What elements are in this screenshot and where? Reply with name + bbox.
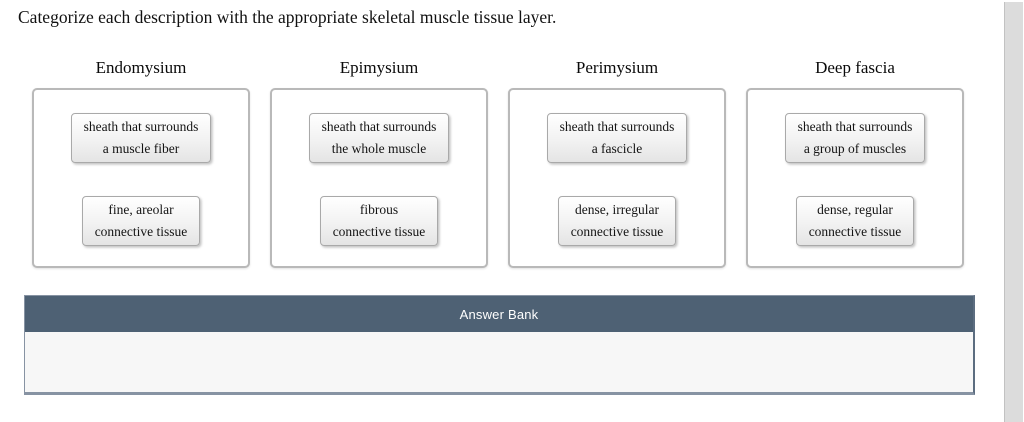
card-text-line: the whole muscle xyxy=(331,141,427,156)
answer-card[interactable]: dense, irregular connective tissue xyxy=(557,196,677,246)
dropzone-epimysium[interactable]: sheath that surrounds the whole muscle f… xyxy=(270,88,488,268)
dropzone-deep-fascia[interactable]: sheath that surrounds a group of muscles… xyxy=(746,88,964,268)
card-text-line: connective tissue xyxy=(808,224,902,239)
card-text-line: a fascicle xyxy=(591,141,643,156)
category-label-deep-fascia: Deep fascia xyxy=(815,58,895,77)
card-text-line: sheath that surrounds xyxy=(83,119,199,134)
answer-card[interactable]: fine, areolar connective tissue xyxy=(81,196,201,246)
answer-bank-dropzone[interactable] xyxy=(25,332,973,392)
card-text-line: fibrous xyxy=(359,202,399,217)
question-prompt: Categorize each description with the app… xyxy=(18,7,557,27)
category-column-perimysium: Perimysium sheath that surrounds a fasci… xyxy=(508,58,726,268)
card-text-line: dense, regular xyxy=(817,202,893,217)
card-text-line: connective tissue xyxy=(332,224,426,239)
card-text-line: connective tissue xyxy=(94,224,188,239)
dropzone-endomysium[interactable]: sheath that surrounds a muscle fiber fin… xyxy=(32,88,250,268)
category-column-epimysium: Epimysium sheath that surrounds the whol… xyxy=(270,58,488,268)
category-label-perimysium: Perimysium xyxy=(575,58,659,77)
answer-card[interactable]: fibrous connective tissue xyxy=(319,196,439,246)
category-column-endomysium: Endomysium sheath that surrounds a muscl… xyxy=(32,58,250,268)
category-label-endomysium: Endomysium xyxy=(95,58,187,77)
category-columns: Endomysium sheath that surrounds a muscl… xyxy=(32,58,964,268)
answer-card[interactable]: sheath that surrounds the whole muscle xyxy=(308,113,450,163)
vertical-scrollbar[interactable] xyxy=(1004,2,1023,422)
answer-bank-title: Answer Bank xyxy=(459,306,539,322)
answer-card[interactable]: sheath that surrounds a fascicle xyxy=(546,113,688,163)
card-text-line: fine, areolar xyxy=(108,202,174,217)
category-column-deep-fascia: Deep fascia sheath that surrounds a grou… xyxy=(746,58,964,268)
answer-card[interactable]: sheath that surrounds a muscle fiber xyxy=(70,113,212,163)
card-text-line: sheath that surrounds xyxy=(797,119,913,134)
answer-card[interactable]: sheath that surrounds a group of muscles xyxy=(784,113,926,163)
answer-bank-header: Answer Bank xyxy=(25,296,973,332)
answer-bank: Answer Bank xyxy=(24,295,975,395)
card-text-line: sheath that surrounds xyxy=(559,119,675,134)
card-text-line: a muscle fiber xyxy=(102,141,180,156)
card-text-line: connective tissue xyxy=(570,224,664,239)
dropzone-perimysium[interactable]: sheath that surrounds a fascicle dense, … xyxy=(508,88,726,268)
category-label-epimysium: Epimysium xyxy=(339,58,419,77)
card-text-line: dense, irregular xyxy=(575,202,659,217)
card-text-line: a group of muscles xyxy=(803,141,907,156)
answer-card[interactable]: dense, regular connective tissue xyxy=(795,196,915,246)
card-text-line: sheath that surrounds xyxy=(321,119,437,134)
